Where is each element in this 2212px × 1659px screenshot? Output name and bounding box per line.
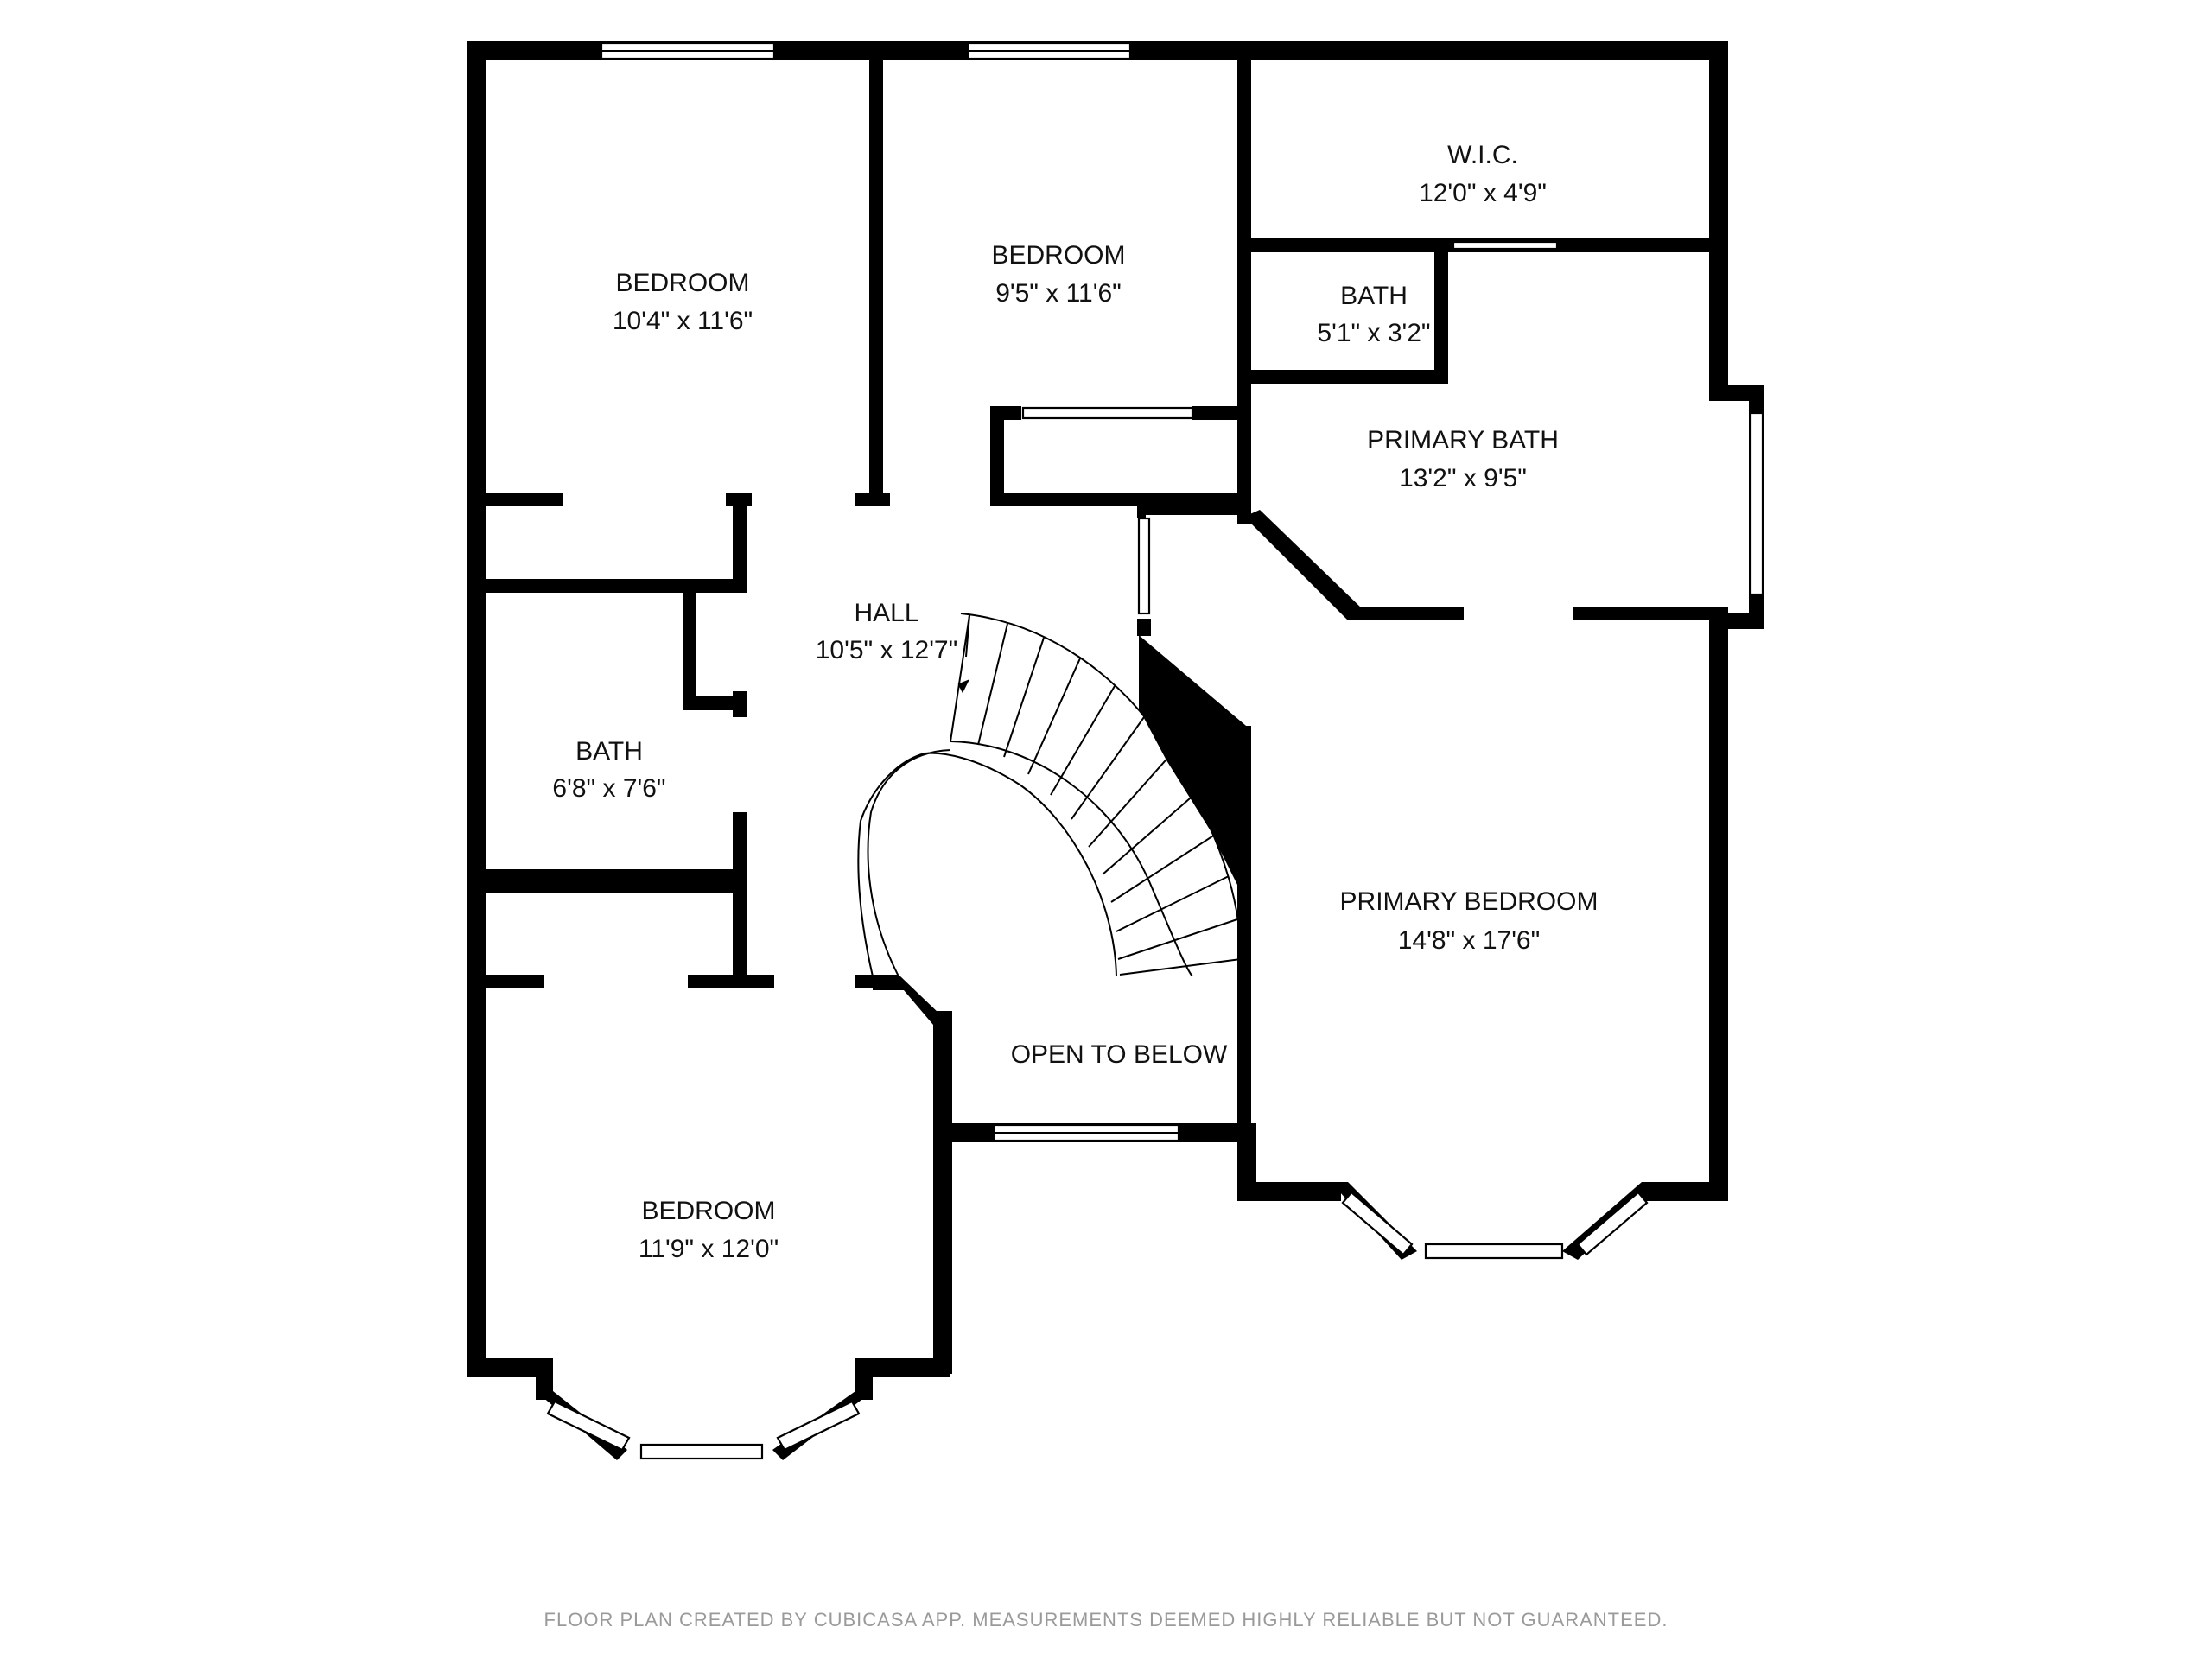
room-dims-bath-small: 5'1" x 3'2" bbox=[1317, 319, 1430, 347]
room-name-bedroom-n: BEDROOM bbox=[991, 241, 1125, 270]
footer-caption: FLOOR PLAN CREATED BY CUBICASA APP. MEAS… bbox=[543, 1609, 1669, 1630]
curved-staircase bbox=[857, 613, 1243, 977]
room-name-primary-bath: PRIMARY BATH bbox=[1367, 426, 1559, 454]
room-dims-hall: 10'5" x 12'7" bbox=[816, 636, 958, 664]
windows bbox=[546, 41, 1764, 1460]
room-dims-primary-bedroom: 14'8" x 17'6" bbox=[1398, 926, 1541, 955]
room-name-hall: HALL bbox=[854, 599, 918, 627]
interior-walls bbox=[467, 41, 1728, 1192]
room-name-bedroom-nw: BEDROOM bbox=[615, 269, 749, 297]
room-name-bedroom-sw: BEDROOM bbox=[641, 1197, 775, 1225]
room-name-bath-small: BATH bbox=[1340, 282, 1408, 310]
room-dims-bedroom-sw: 11'9" x 12'0" bbox=[639, 1235, 779, 1263]
room-dims-bedroom-nw: 10'4" x 11'6" bbox=[613, 307, 753, 335]
room-dims-bath-w: 6'8" x 7'6" bbox=[552, 774, 665, 803]
room-name-primary-bedroom: PRIMARY BEDROOM bbox=[1340, 887, 1599, 916]
room-dims-primary-bath: 13'2" x 9'5" bbox=[1399, 464, 1527, 493]
room-dims-bedroom-n: 9'5" x 11'6" bbox=[995, 279, 1122, 308]
room-dims-wic: 12'0" x 4'9" bbox=[1419, 179, 1547, 207]
room-name-open-to-below: OPEN TO BELOW bbox=[1011, 1040, 1228, 1069]
room-labels: BEDROOM 10'4" x 11'6" BEDROOM 9'5" x 11'… bbox=[552, 141, 1598, 1263]
room-name-bath-w: BATH bbox=[575, 737, 643, 766]
room-name-wic: W.I.C. bbox=[1447, 141, 1518, 169]
